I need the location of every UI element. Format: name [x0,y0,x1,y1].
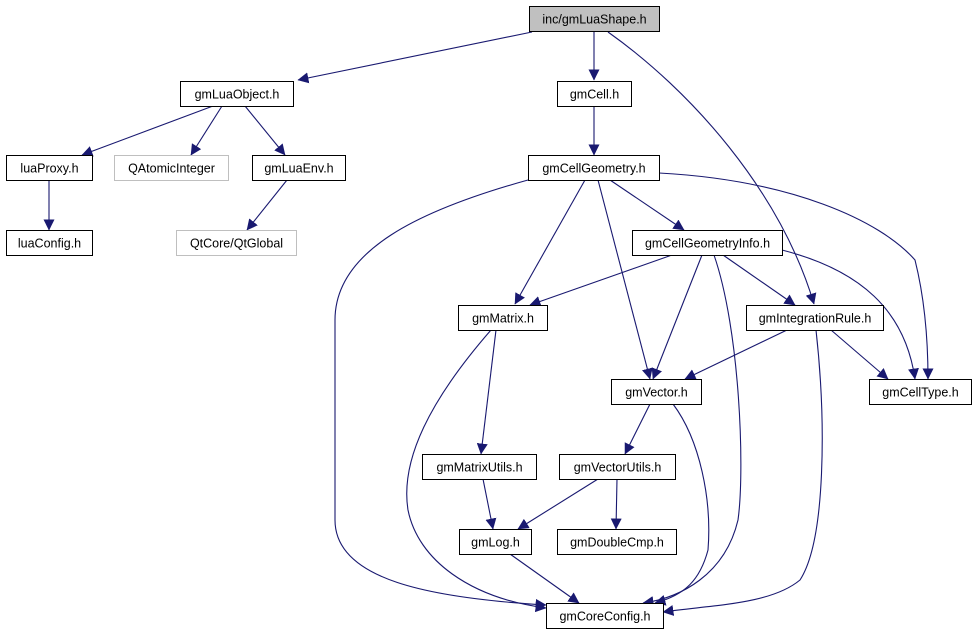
edge-gmLuaEnv-to-QtGlobal [246,179,288,231]
node-box-gmIntegrationRule [746,305,884,331]
edge-gmLuaObject-to-gmLuaEnv [244,105,286,156]
edge-gmCellGeometry-to-gmCellType [658,172,934,380]
edge-gmVector-to-gmVectorUtils [624,403,651,455]
node-label-gmLog: gmLog.h [471,536,520,550]
edge-gmCellGeometry-to-gmCoreConfig [334,179,547,610]
node-root[interactable]: inc/gmLuaShape.h [529,6,660,32]
node-label-QAtomicInteger: QAtomicInteger [128,162,215,176]
node-label-luaProxy: luaProxy.h [20,162,78,176]
node-box-luaConfig [6,230,93,256]
edge-gmIntegrationRule-to-gmCoreConfig [662,329,823,616]
edge-gmVector-to-gmCoreConfig [654,403,710,606]
node-gmVector[interactable]: gmVector.h [611,379,702,405]
edge-gmCellGeometryInfo-to-gmMatrix [529,254,673,307]
node-box-gmCellType [869,379,972,405]
node-box-luaProxy [6,155,93,181]
edge-gmVectorUtils-to-gmLog [517,478,599,530]
node-gmCoreConfig[interactable]: gmCoreConfig.h [546,603,664,629]
node-luaConfig[interactable]: luaConfig.h [6,230,93,256]
node-label-gmVector: gmVector.h [625,386,688,400]
edge-gmCellGeometry-to-gmCellGeometryInfo [609,179,685,231]
node-label-QtGlobal: QtCore/QtGlobal [190,237,283,251]
node-label-gmCellGeometry: gmCellGeometry.h [542,162,645,176]
node-box-QtGlobal [176,230,297,256]
node-box-gmCellGeometry [528,155,660,181]
edge-gmCellGeometryInfo-to-gmCellType [781,249,919,380]
edge-gmIntegrationRule-to-gmCellType [830,329,889,380]
node-box-QAtomicInteger [114,155,229,181]
node-label-gmCell: gmCell.h [570,88,619,102]
node-box-gmLog [459,529,532,555]
node-gmVectorUtils[interactable]: gmVectorUtils.h [559,454,676,480]
node-label-gmCoreConfig: gmCoreConfig.h [559,610,650,624]
node-gmCellType[interactable]: gmCellType.h [869,379,972,405]
node-box-gmCoreConfig [546,603,664,629]
node-gmIntegrationRule[interactable]: gmIntegrationRule.h [746,305,884,331]
node-box-gmCellGeometryInfo [632,230,783,256]
node-box-gmVector [611,379,702,405]
edge-gmVectorUtils-to-gmDoubleCmp [610,478,622,530]
node-gmCell[interactable]: gmCell.h [557,81,632,107]
node-label-gmLuaObject: gmLuaObject.h [195,88,280,102]
edge-gmIntegrationRule-to-gmVector [684,329,788,380]
node-label-root: inc/gmLuaShape.h [542,13,646,27]
node-box-root [529,6,660,32]
node-label-gmCellGeometryInfo: gmCellGeometryInfo.h [645,237,770,251]
node-box-gmMatrixUtils [422,454,537,480]
node-label-gmCellType: gmCellType.h [882,386,958,400]
node-box-gmLuaEnv [252,155,346,181]
node-gmCellGeometryInfo[interactable]: gmCellGeometryInfo.h [632,230,783,256]
node-gmLuaObject[interactable]: gmLuaObject.h [180,81,294,107]
edges-layer [43,31,934,616]
edge-gmCellGeometryInfo-to-gmVector [651,254,703,380]
node-box-gmCell [557,81,632,107]
node-label-gmMatrix: gmMatrix.h [472,312,534,326]
node-label-gmDoubleCmp: gmDoubleCmp.h [570,536,664,550]
node-box-gmMatrix [458,305,548,331]
edge-gmMatrixUtils-to-gmLog [482,478,497,530]
edge-gmLog-to-gmCoreConfig [509,553,580,604]
node-gmCellGeometry[interactable]: gmCellGeometry.h [528,155,660,181]
edge-gmCellGeometryInfo-to-gmIntegrationRule [722,254,796,306]
edge-gmMatrix-to-gmCoreConfig [406,329,547,613]
node-box-gmVectorUtils [559,454,676,480]
node-gmMatrix[interactable]: gmMatrix.h [458,305,548,331]
edge-gmCellGeometry-to-gmMatrix [514,179,586,305]
node-label-gmIntegrationRule: gmIntegrationRule.h [759,312,872,326]
node-gmDoubleCmp[interactable]: gmDoubleCmp.h [557,529,677,555]
nodes-layer: inc/gmLuaShape.h gmLuaObject.h gmCell.h lua… [6,6,972,629]
edge-gmCellGeometry-to-gmVector [597,179,653,380]
node-gmLuaEnv[interactable]: gmLuaEnv.h [252,155,346,181]
node-label-gmLuaEnv: gmLuaEnv.h [264,162,333,176]
node-luaProxy[interactable]: luaProxy.h [6,155,93,181]
edge-root-to-gmLuaObject [297,31,533,84]
edge-root-to-gmIntegrationRule [607,31,817,305]
node-label-luaConfig: luaConfig.h [18,237,81,251]
edge-gmLuaObject-to-luaProxy [81,105,214,157]
node-box-gmLuaObject [180,81,294,107]
node-label-gmVectorUtils: gmVectorUtils.h [574,461,662,475]
node-QtGlobal: QtCore/QtGlobal [176,230,297,256]
node-gmMatrixUtils[interactable]: gmMatrixUtils.h [422,454,537,480]
node-gmLog[interactable]: gmLog.h [459,529,532,555]
node-QAtomicInteger: QAtomicInteger [114,155,229,181]
node-label-gmMatrixUtils: gmMatrixUtils.h [436,461,522,475]
edge-gmLuaObject-to-QAtomicInteger [190,105,223,156]
node-box-gmDoubleCmp [557,529,677,555]
edge-gmMatrix-to-gmMatrixUtils [476,329,497,455]
